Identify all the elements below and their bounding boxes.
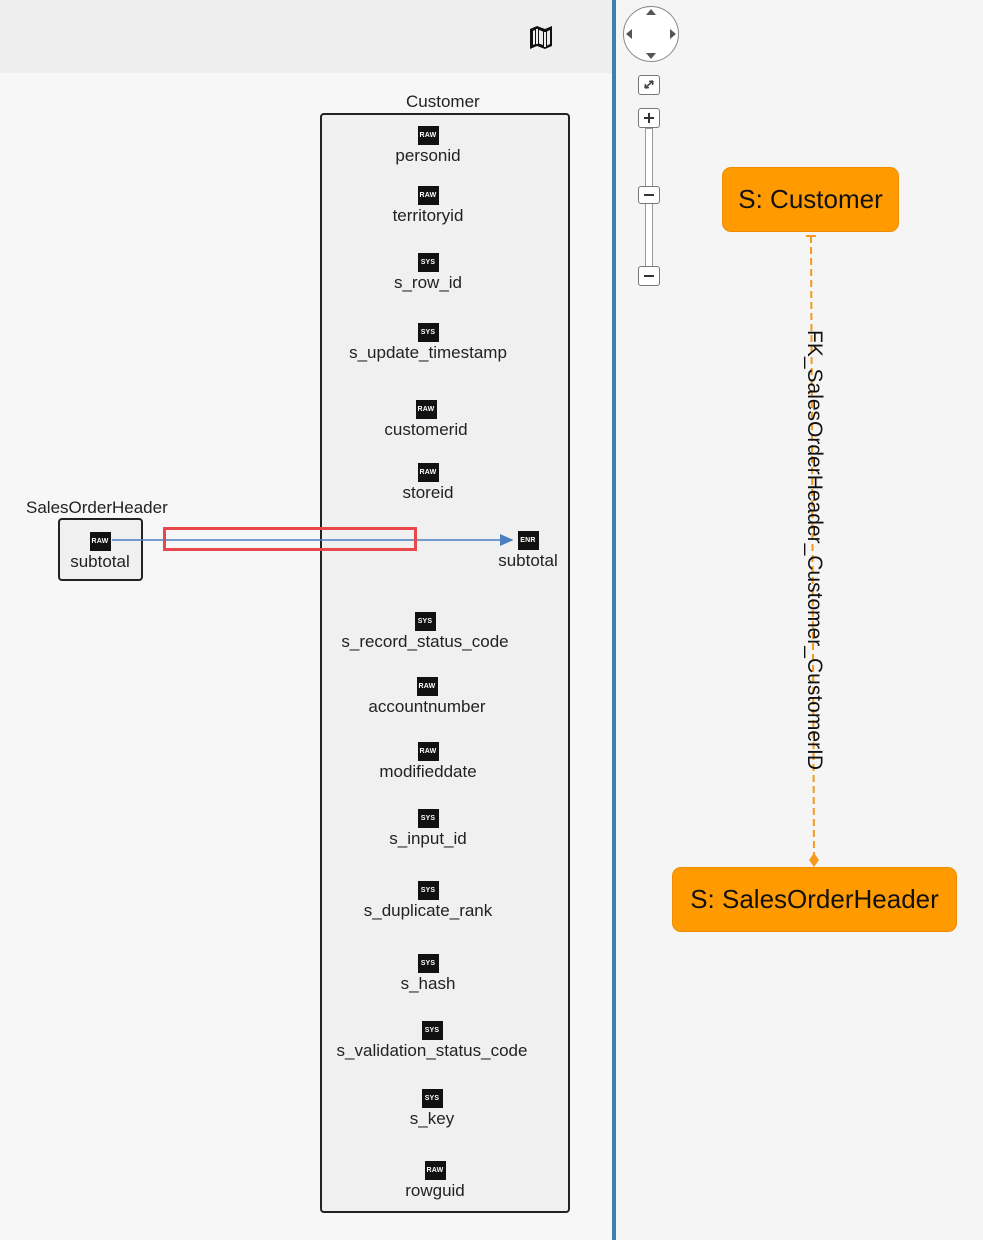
column-name: s_hash: [400, 974, 456, 993]
sys-badge: SYS: [417, 323, 439, 342]
zoom-out-icon[interactable]: [638, 266, 660, 286]
column-name: territoryid: [392, 206, 464, 225]
column-name: customerid: [384, 420, 468, 439]
customer-table[interactable]: [320, 113, 570, 1213]
raw-badge: RAW: [417, 742, 439, 761]
salesorderheader-table-title: SalesOrderHeader: [26, 498, 168, 517]
column-name: accountnumber: [368, 697, 486, 716]
column-name: s_update_timestamp: [349, 343, 507, 362]
raw-badge: RAW: [417, 186, 439, 205]
column-name: s_duplicate_rank: [363, 901, 493, 920]
sys-badge: SYS: [417, 253, 439, 272]
node-customer[interactable]: S: Customer: [722, 167, 899, 232]
column-name: storeid: [402, 483, 454, 502]
sys-badge: SYS: [417, 954, 439, 973]
relationship-graph[interactable]: S: Customer S: SalesOrderHeader: [616, 0, 983, 1240]
lineage-toolbar: [0, 0, 612, 73]
raw-badge: RAW: [417, 463, 439, 482]
map-icon[interactable]: [527, 24, 555, 50]
column-name: subtotal: [70, 552, 130, 571]
column-name: rowguid: [405, 1181, 465, 1200]
fk-edge[interactable]: [616, 0, 983, 1240]
raw-badge: RAW: [424, 1161, 446, 1180]
column-name: personid: [395, 146, 461, 165]
column-name: s_key: [409, 1109, 455, 1128]
zoom-in-icon[interactable]: [638, 108, 660, 128]
column-name: s_row_id: [393, 273, 463, 292]
column-name: modifieddate: [379, 762, 477, 781]
fk-edge-label: FK_SalesOrderHeader_Customer_CustomerID: [803, 329, 826, 771]
enr-badge: ENR: [517, 531, 539, 550]
raw-badge: RAW: [415, 400, 437, 419]
zoom-slider-handle[interactable]: [638, 186, 660, 204]
raw-badge: RAW: [89, 532, 111, 551]
pan-control-icon[interactable]: [622, 5, 680, 63]
source-column-subtotal[interactable]: RAW subtotal: [0, 530, 200, 572]
node-salesorderheader[interactable]: S: SalesOrderHeader: [672, 867, 957, 932]
sys-badge: SYS: [417, 809, 439, 828]
raw-badge: RAW: [416, 677, 438, 696]
column-name: s_input_id: [389, 829, 467, 848]
sys-badge: SYS: [414, 612, 436, 631]
sys-badge: SYS: [417, 881, 439, 900]
raw-badge: RAW: [417, 126, 439, 145]
column-name: s_validation_status_code: [336, 1041, 528, 1060]
customer-table-title: Customer: [406, 92, 480, 111]
pane-divider[interactable]: [612, 0, 616, 1240]
column-name: s_record_status_code: [341, 632, 509, 651]
highlighted-link-region: [163, 527, 417, 551]
sys-badge: SYS: [421, 1089, 443, 1108]
fit-view-icon[interactable]: [638, 75, 660, 95]
sys-badge: SYS: [421, 1021, 443, 1040]
column-name: subtotal: [498, 551, 558, 570]
